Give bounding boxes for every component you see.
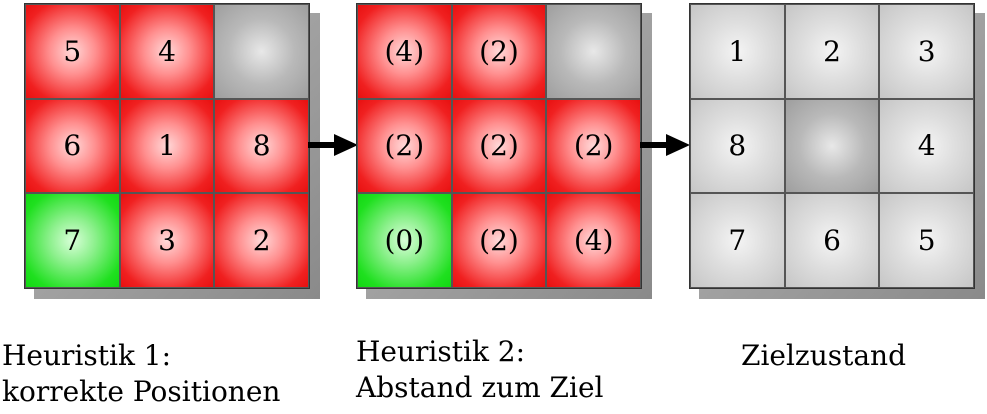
puzzle-tile [784,98,880,194]
puzzle-tile: 2 [784,4,880,99]
puzzle-tile: (4) [357,4,452,99]
puzzle-tile: (2) [451,4,547,99]
puzzle-tile: (2) [451,193,547,288]
caption-line: Heuristik 2: [356,335,526,368]
puzzle-tile: 1 [119,98,215,194]
puzzle-tile: 4 [879,98,974,194]
puzzle-tile: 5 [25,4,120,99]
puzzle-tile: 4 [119,4,215,99]
puzzle-tile: (2) [451,98,547,194]
puzzle-tile: 6 [784,193,880,288]
caption-heuristic-2: Heuristik 2: Abstand zum Ziel [356,334,604,406]
puzzle-tile: 7 [690,193,785,288]
caption-goal-state: Zielzustand [741,338,906,374]
caption-line: Heuristik 1: [2,339,172,372]
puzzle-tile: (0) [357,193,452,288]
puzzle-tile: 3 [879,4,974,99]
puzzle-tile [546,4,641,99]
arrow-right-icon [640,134,690,156]
board-grid: 5 4 6 1 8 7 3 2 [24,3,310,289]
arrow-right-icon [308,134,358,156]
puzzle-tile: 3 [119,193,215,288]
board-grid: (4) (2) (2) (2) (2) (0) (2) (4) [356,3,642,289]
puzzle-tile: 1 [690,4,785,99]
caption-line: korrekte Positionen [2,375,281,408]
puzzle-tile: (2) [357,98,452,194]
puzzle-tile: 2 [214,193,309,288]
puzzle-tile: 8 [214,98,309,194]
puzzle-tile: (4) [546,193,641,288]
board-grid: 1 2 3 8 4 7 6 5 [689,3,975,289]
puzzle-tile [214,4,309,99]
board-heuristic-2: (4) (2) (2) (2) (2) (0) (2) (4) [356,3,652,299]
caption-line: Zielzustand [741,339,906,372]
puzzle-tile: 6 [25,98,120,194]
caption-line: Abstand zum Ziel [356,371,604,404]
puzzle-tile: (2) [546,98,641,194]
caption-heuristic-1: Heuristik 1: korrekte Positionen [2,338,280,410]
board-goal-state: 1 2 3 8 4 7 6 5 [689,3,985,299]
puzzle-tile: 5 [879,193,974,288]
puzzle-tile: 8 [690,98,785,194]
puzzle-tile: 7 [25,193,120,288]
board-heuristic-1: 5 4 6 1 8 7 3 2 [24,3,320,299]
